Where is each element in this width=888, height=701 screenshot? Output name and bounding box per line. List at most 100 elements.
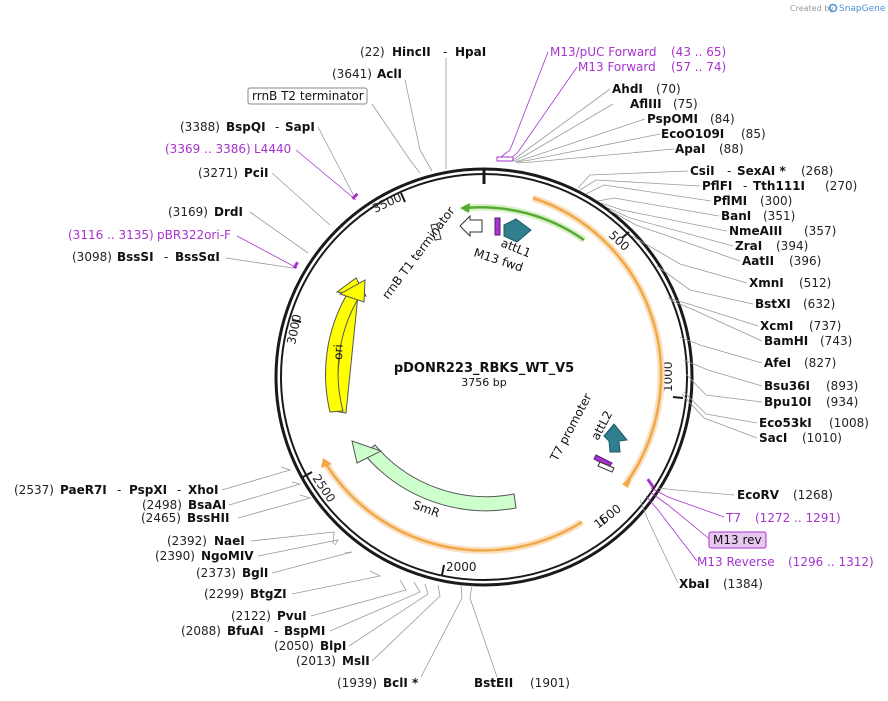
site-name2: PspXI: [129, 483, 167, 497]
site-xbai: XbaI (1384): [679, 577, 763, 591]
site-nmeaiii: NmeAIII (357): [729, 224, 836, 238]
site-pos: (22): [360, 45, 385, 59]
site-zrai: ZraI (394): [735, 239, 808, 253]
site-pos: (2537): [14, 483, 54, 497]
tick-mark-3000: [291, 319, 302, 323]
site-pos: (2390): [155, 549, 195, 563]
site-pos: (737): [809, 319, 841, 333]
tick-1500: 1500: [591, 502, 624, 532]
site-name: PciI: [244, 166, 269, 180]
site-bsaai: (2498) BsaAI: [142, 498, 226, 512]
site-pcii: (3271) PciI: [198, 166, 269, 180]
site-afei: AfeI (827): [764, 356, 836, 370]
site-saci: SacI (1010): [759, 431, 842, 445]
site-name: PspOMI: [647, 112, 698, 126]
site-name: EcoRV: [737, 488, 780, 502]
site-name2: SexAI *: [737, 164, 786, 178]
site-naei: (2392) NaeI: [167, 534, 245, 548]
site-name: BssSI: [117, 250, 154, 264]
site-name: CsiI: [690, 164, 715, 178]
site-name: AflIII: [630, 97, 662, 111]
site-ecorv: EcoRV (1268): [737, 488, 833, 502]
tick-2000: 2000: [446, 560, 477, 574]
rrnb-t1-arrow: [459, 214, 483, 238]
primer-name: M13/pUC Forward: [550, 45, 657, 59]
site-bsu36i: Bsu36I (893): [764, 379, 858, 393]
smr-arrowhead: [351, 440, 383, 464]
site-msli: (2013) MslI: [296, 654, 370, 668]
site-bsshii: (2465) BssHII: [141, 511, 229, 525]
site-pos: (2465): [141, 511, 181, 525]
site-name: BamHI: [764, 334, 808, 348]
feature-ori: ori: [331, 344, 346, 360]
site-pos: (743): [820, 334, 852, 348]
site-name: Bpu10I: [764, 395, 811, 409]
site-pos: (268): [801, 164, 833, 178]
tick-mark-2000: [441, 564, 445, 576]
t7-primer-marker: [646, 478, 655, 489]
plasmid-name: pDONR223_RBKS_WT_V5: [394, 361, 574, 376]
site-bgli: (2373) BglI: [196, 566, 268, 580]
site-name: BtgZI: [250, 587, 287, 601]
site-name2: BspMI: [284, 624, 325, 638]
primer-l4440: (3369 .. 3386) L4440: [165, 142, 291, 156]
site-name: DrdI: [214, 205, 243, 219]
snapgene-logo-icon: [828, 3, 838, 13]
feature-t7-promoter: T7 promoter: [547, 391, 595, 464]
m13-rev-marker: [597, 461, 615, 473]
smr-body: [363, 444, 517, 512]
site-name: NgoMIV: [201, 549, 254, 563]
site-name: BanI: [721, 209, 751, 223]
site-pspomi: PspOMI (84): [647, 112, 735, 126]
site-pos: (357): [804, 224, 836, 238]
feature-rrnb-t2: rrnB T2 terminator: [252, 89, 364, 103]
site-pos: (934): [826, 395, 858, 409]
site-sep: -: [164, 250, 168, 264]
site-hincii: (22) HincII - HpaI: [360, 45, 486, 59]
primer-range: (57 .. 74): [671, 60, 726, 74]
site-pos: (75): [673, 97, 698, 111]
site-name: NmeAIII: [729, 224, 782, 238]
primer-range: (43 .. 65): [671, 45, 726, 59]
site-name: SacI: [759, 431, 787, 445]
primer-m13-rev: M13 rev: [708, 531, 767, 549]
l4440-primer-marker: [351, 192, 359, 200]
tick-mark-1500: [599, 516, 606, 525]
green-arc: [463, 206, 585, 242]
primer-name: pBR322ori-F: [157, 228, 231, 242]
site-csii: CsiI - SexAI * (268): [690, 164, 833, 178]
site-name: PaeR7I: [60, 483, 107, 497]
primer-name: L4440: [254, 142, 291, 156]
site-name: AhdI: [612, 82, 643, 96]
site-bcli: (1939) BclI *: [337, 676, 419, 690]
site-pos: (2498): [142, 498, 182, 512]
site-pos: (1008): [829, 416, 869, 430]
site-name: PflMI: [713, 194, 747, 208]
rrnb-t2-marker: [430, 223, 442, 241]
site-bsteii: BstEII (1901): [474, 676, 570, 690]
site-pos: (3271): [198, 166, 238, 180]
site-acli: (3641) AclI: [332, 67, 402, 81]
tick-mark-2500: [302, 471, 313, 478]
site-pos: (2122): [231, 609, 271, 623]
site-pflfi: PflFI - Tth111I (270): [702, 179, 857, 193]
site-sep: -: [117, 483, 121, 497]
site-blpi: (2050) BlpI: [274, 639, 346, 653]
site-pos: (1010): [802, 431, 842, 445]
m13-puc-primer-marker: [496, 156, 514, 162]
site-pflmi: PflMI (300): [713, 194, 792, 208]
site-name: BssHII: [187, 511, 229, 525]
site-pos: (2392): [167, 534, 207, 548]
primer-name: T7: [725, 511, 741, 525]
site-name: XcmI: [760, 319, 793, 333]
site-pos: (893): [826, 379, 858, 393]
site-pos: (84): [710, 112, 735, 126]
site-sep2: -: [177, 483, 181, 497]
site-xmni: XmnI (512): [749, 276, 831, 290]
site-pos: (3641): [332, 67, 372, 81]
ori-arrowhead: [338, 279, 366, 303]
pbr322-primer-marker: [292, 261, 299, 270]
leader-lines: [221, 58, 763, 678]
site-pos: (2373): [196, 566, 236, 580]
